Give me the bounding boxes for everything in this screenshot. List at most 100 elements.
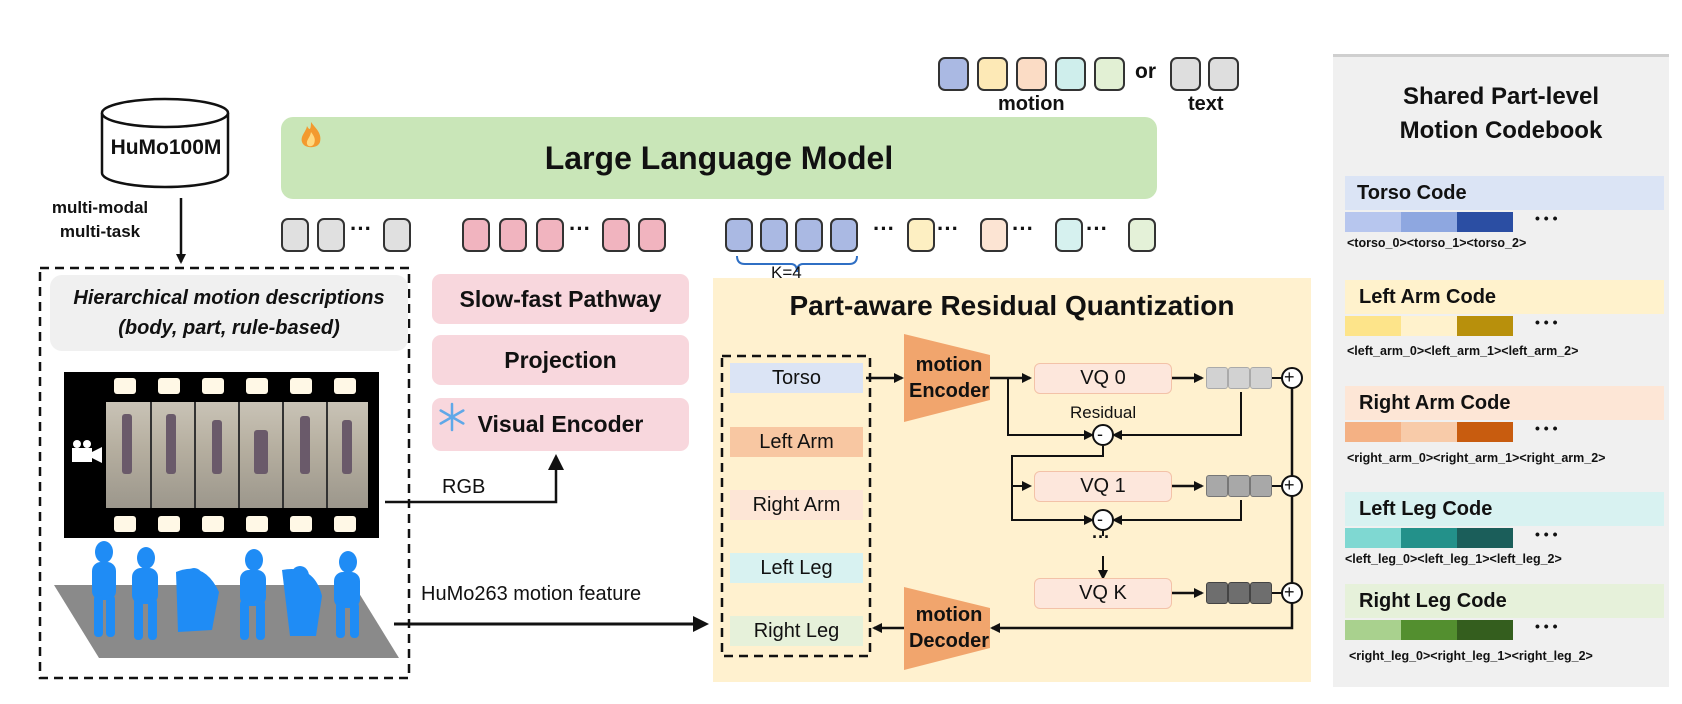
left-arm-motion-token (907, 218, 935, 252)
part-left-arm: Left Arm (730, 427, 863, 457)
legend-token-left-leg (1055, 57, 1086, 91)
visual-token (638, 218, 666, 252)
vq-1-label: VQ 1 (1080, 475, 1126, 497)
motion-encoder-label: motion Encoder (908, 354, 990, 402)
plus-sign: + (1284, 367, 1295, 387)
codebook-dots: • • • (1535, 420, 1558, 436)
motion-feature-label: HuMo263 motion feature (421, 583, 642, 605)
torso-motion-token (760, 218, 788, 252)
token-ellipsis: ··· (569, 216, 591, 241)
plus-circle-k (1281, 582, 1303, 604)
legend-token-torso (938, 57, 969, 91)
left-arm-code-name: Left Arm Code (1359, 286, 1497, 308)
slowfast-label: Slow-fast Pathway (459, 285, 662, 312)
token-ellipsis: ··· (1086, 216, 1108, 241)
prq-title: Part-aware Residual Quantization (789, 290, 1235, 321)
dataset-name: HuMo100M (110, 136, 222, 159)
plus-circle-1 (1281, 475, 1303, 497)
motion-decoder-shape (904, 587, 990, 670)
legend-token-text-2 (1208, 57, 1239, 91)
vq1-token (1228, 475, 1250, 497)
torso-motion-token (795, 218, 823, 252)
vq-1-box: VQ 1 (1034, 471, 1172, 502)
motion-mesh-figures (54, 541, 399, 658)
part-right-arm-label: Right Arm (752, 493, 841, 516)
visual-token (499, 218, 527, 252)
descriptions-line1: Hierarchical motion descriptions (73, 287, 385, 309)
part-torso-label: Torso (772, 366, 821, 389)
part-left-leg-label: Left Leg (760, 556, 833, 579)
k-bracket (736, 255, 858, 273)
legend-motion: motion (998, 93, 1065, 115)
right-leg-code-header (1345, 584, 1664, 618)
codebook-dots: • • • (1535, 618, 1558, 634)
minus-circle-0 (1092, 424, 1114, 446)
minus-sign: - (1097, 424, 1103, 444)
database-icon (100, 97, 230, 189)
codebook-dots: • • • (1535, 314, 1558, 330)
vqk-token (1206, 582, 1228, 604)
vq-k-label: VQ K (1079, 582, 1127, 604)
residual-label: Residual (1070, 403, 1137, 422)
torso-motion-token (830, 218, 858, 252)
legend-text: text (1188, 93, 1224, 115)
part-right-leg-label: Right Leg (753, 619, 840, 642)
llm-title: Large Language Model (544, 139, 894, 176)
right-leg-code-name: Right Leg Code (1359, 590, 1507, 612)
vq0-token (1250, 367, 1272, 389)
snowflake-icon (439, 402, 465, 432)
right-arm-code-header (1345, 386, 1664, 420)
visual-token (462, 218, 490, 252)
projection-label: Projection (504, 346, 617, 373)
right-arm-code-tokens: <right_arm_0><right_arm_1><right_arm_2> (1347, 451, 1606, 465)
vq1-token (1250, 475, 1272, 497)
visual-token (602, 218, 630, 252)
k-label: K=4 (771, 263, 802, 282)
token-ellipsis: ··· (873, 216, 895, 241)
right-leg-code-tokens: <right_leg_0><right_leg_1><right_leg_2> (1349, 649, 1593, 663)
film-sprockets (114, 378, 356, 532)
legend-token-left-arm (977, 57, 1008, 91)
codebook-title-2: Motion Codebook (1399, 117, 1603, 144)
codebook-dots: • • • (1535, 526, 1558, 542)
codebook-title-1: Shared Part-level (1402, 83, 1600, 110)
legend-or: or (1135, 60, 1156, 83)
video-frames (106, 402, 368, 508)
llm-box: Large Language Model (281, 117, 1157, 199)
part-left-leg: Left Leg (730, 553, 863, 583)
left-leg-code-header (1345, 492, 1664, 526)
minus-sign: - (1097, 509, 1103, 529)
vq0-token (1206, 367, 1228, 389)
plus-circle-0 (1281, 367, 1303, 389)
legend-token-text-1 (1170, 57, 1201, 91)
torso-motion-token (725, 218, 753, 252)
vq-0-box: VQ 0 (1034, 363, 1172, 394)
visual-token (536, 218, 564, 252)
legend-token-right-leg (1094, 57, 1125, 91)
vq-ellipsis: ··· (1092, 527, 1110, 547)
vq0-token (1228, 367, 1250, 389)
codebook-panel (1333, 54, 1669, 687)
vqk-token (1228, 582, 1250, 604)
codebook-dots: • • • (1535, 210, 1558, 226)
text-token (383, 218, 411, 252)
torso-code-name: Torso Code (1357, 182, 1467, 204)
right-arm-code-name: Right Arm Code (1359, 392, 1511, 414)
left-arm-code-header (1345, 280, 1664, 314)
slowfast-pathway-box: Slow-fast Pathway (432, 274, 689, 324)
token-ellipsis: ··· (350, 216, 372, 241)
text-token (317, 218, 345, 252)
part-right-leg: Right Leg (730, 616, 863, 646)
legend-token-right-arm (1016, 57, 1047, 91)
part-torso: Torso (730, 363, 863, 393)
rgb-label: RGB (442, 476, 486, 498)
fire-icon (301, 122, 321, 148)
plus-sign: + (1284, 582, 1295, 602)
part-right-arm: Right Arm (730, 490, 863, 520)
projection-box: Projection (432, 335, 689, 385)
token-ellipsis: ··· (1012, 216, 1034, 241)
right-leg-motion-token (1128, 218, 1156, 252)
text-token (281, 218, 309, 252)
